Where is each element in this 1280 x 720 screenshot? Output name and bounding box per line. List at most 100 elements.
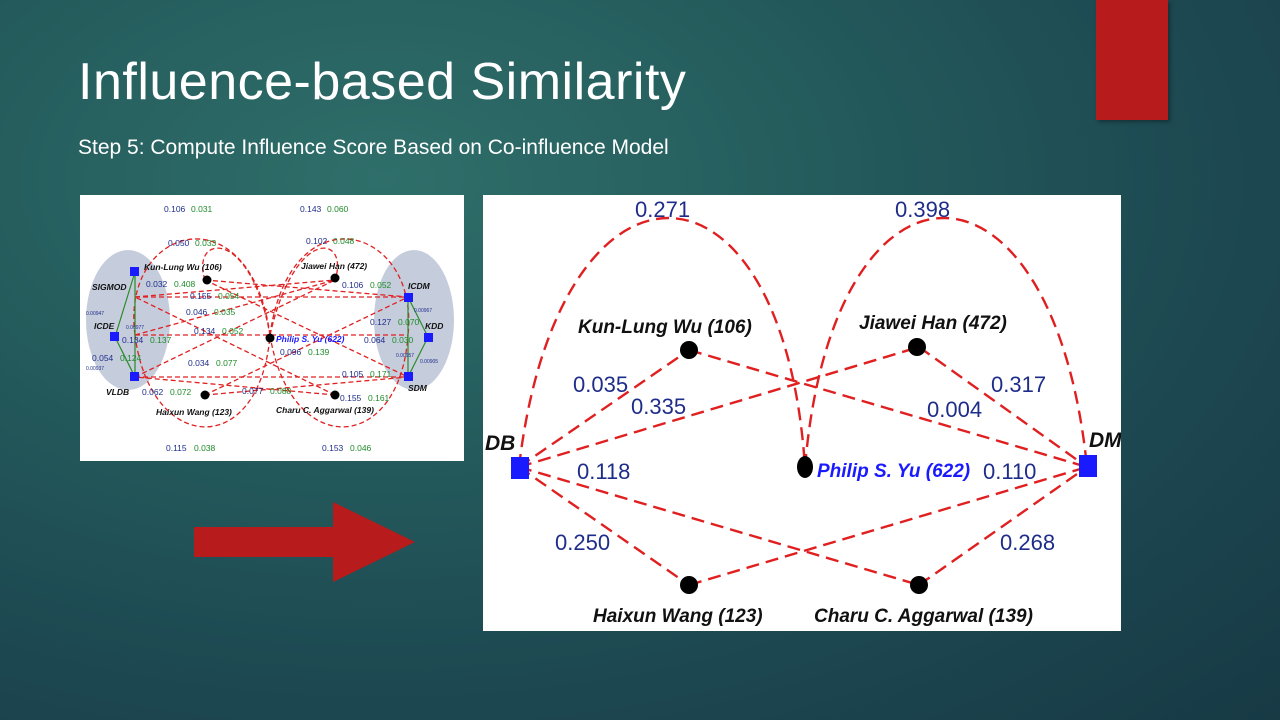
db-node: [511, 457, 529, 479]
haixun-wang-label: Haixun Wang (123): [156, 407, 232, 417]
charu-aggarwal-node: [910, 576, 928, 594]
edge-value: 0.096: [280, 347, 302, 357]
kun-lung-wu-label: Kun-Lung Wu (106): [144, 262, 222, 272]
edge-value: 0.408: [174, 279, 196, 289]
edge-value: 0.064: [364, 335, 386, 345]
edge-value: 0.124: [120, 353, 142, 363]
edge-value: 0.054: [218, 291, 240, 301]
edge-value: 0.171: [370, 369, 392, 379]
vldb-node: [130, 372, 139, 381]
score-value: 0.035: [573, 372, 628, 397]
edge-value: 0.106: [342, 280, 364, 290]
edge-value: 0.00905: [420, 359, 438, 365]
edge-value: 0.139: [308, 347, 330, 357]
charu-aggarwal-label: Charu C. Aggarwal (139): [814, 606, 1033, 627]
slide-subtitle: Step 5: Compute Influence Score Based on…: [78, 136, 669, 159]
dm-label: DM: [1089, 429, 1121, 452]
edge-value: 0.030: [392, 335, 414, 345]
jiawei-han-label: Jiawei Han (472): [859, 313, 1007, 334]
kun-lung-wu-node: [680, 341, 698, 359]
edge-value: 0.134: [194, 326, 216, 336]
score-value: 0.118: [577, 459, 630, 484]
edge-value: 0.038: [194, 443, 216, 453]
db-label: DB: [485, 432, 515, 455]
edge-value: 0.155: [340, 393, 362, 403]
jiawei-han-node: [908, 338, 926, 356]
charu-aggarwal-node: [330, 390, 340, 400]
edge-value: 0.072: [170, 387, 192, 397]
score-value: 0.317: [991, 372, 1046, 397]
slide-title: Influence-based Similarity: [78, 53, 687, 111]
score-value: 0.250: [555, 530, 610, 555]
edge-value: 0.077: [216, 358, 238, 368]
edge-value: 0.00967: [414, 308, 432, 314]
philip-yu-label: Philip S. Yu (622): [817, 461, 970, 482]
edge-value: 0.00957: [396, 353, 414, 359]
dm-node: [1079, 455, 1097, 477]
sdm-label: SDM: [408, 383, 428, 393]
vldb-label: VLDB: [106, 387, 129, 397]
philip-yu-node: [265, 333, 275, 343]
edge-value: 0.052: [222, 326, 244, 336]
edge-value: 0.054: [92, 353, 114, 363]
kdd-node: [424, 333, 433, 342]
edge-value: 0.033: [195, 238, 217, 248]
right-arrow-icon: [194, 502, 415, 582]
sigmod-label: SIGMOD: [92, 282, 126, 292]
accent-tab: [1096, 0, 1168, 120]
edge-value: 0.143: [300, 204, 322, 214]
sdm-node: [404, 372, 413, 381]
edge-value: 0.062: [142, 387, 164, 397]
score-value: 0.004: [927, 397, 982, 422]
edge-value: 0.137: [150, 335, 172, 345]
edge-value: 0.046: [350, 443, 372, 453]
jiawei-han-node: [330, 273, 340, 283]
detailed-network-diagram: SIGMOD ICDE VLDB ICDM KDD SDM Kun-Lung W…: [80, 195, 464, 461]
edge-value: 0.088: [270, 386, 292, 396]
edge-value: 0.161: [368, 393, 390, 403]
jiawei-han-label: Jiawei Han (472): [301, 261, 367, 271]
left-venue-cluster: [86, 250, 170, 390]
icdm-label: ICDM: [408, 281, 431, 291]
edge-value: 0.153: [322, 443, 344, 453]
philip-yu-node: [797, 456, 813, 478]
icde-label: ICDE: [94, 321, 115, 331]
edge-value: 0.077: [242, 386, 264, 396]
edge-value: 0.00937: [86, 366, 104, 372]
edge-value: 0.115: [166, 443, 187, 453]
right-venue-cluster: [374, 250, 454, 390]
edge-value: 0.032: [146, 279, 168, 289]
philip-yu-label: Philip S. Yu (622): [276, 334, 345, 344]
edge-value: 0.035: [214, 307, 236, 317]
edge-value: 0.102: [306, 236, 328, 246]
edge-value: 0.046: [186, 307, 208, 317]
co-influence-diagram: DB DM Kun-Lung Wu (106) Jiawei Han (472)…: [483, 195, 1121, 631]
edge-value: 0.070: [398, 317, 420, 327]
edge-value: 0.106: [164, 204, 186, 214]
sigmod-node: [130, 267, 139, 276]
edge-value: 0.00947: [86, 311, 104, 317]
kun-lung-wu-node: [202, 275, 212, 285]
edge-value: 0.048: [333, 236, 355, 246]
icde-node: [110, 332, 119, 341]
edge-value: 0.127: [370, 317, 392, 327]
score-value: 0.268: [1000, 530, 1055, 555]
haixun-wang-node: [680, 576, 698, 594]
kun-lung-wu-label: Kun-Lung Wu (106): [578, 317, 752, 338]
edge-value: 0.00977: [126, 325, 144, 331]
edge-value: 0.034: [188, 358, 210, 368]
haixun-wang-label: Haixun Wang (123): [593, 606, 763, 627]
detailed-edges: [133, 238, 410, 428]
venue-links: [114, 271, 429, 378]
haixun-wang-node: [200, 390, 210, 400]
kdd-label: KDD: [425, 321, 443, 331]
edge-value: 0.134: [122, 335, 144, 345]
edge-value: 0.060: [327, 204, 349, 214]
score-value: 0.335: [631, 394, 686, 419]
score-value: 0.398: [895, 197, 950, 222]
edge-value: 0.052: [370, 280, 392, 290]
score-value: 0.271: [635, 197, 690, 222]
icdm-node: [404, 293, 413, 302]
edge-value: 0.050: [168, 238, 190, 248]
co-influence-edges: [517, 216, 1089, 587]
